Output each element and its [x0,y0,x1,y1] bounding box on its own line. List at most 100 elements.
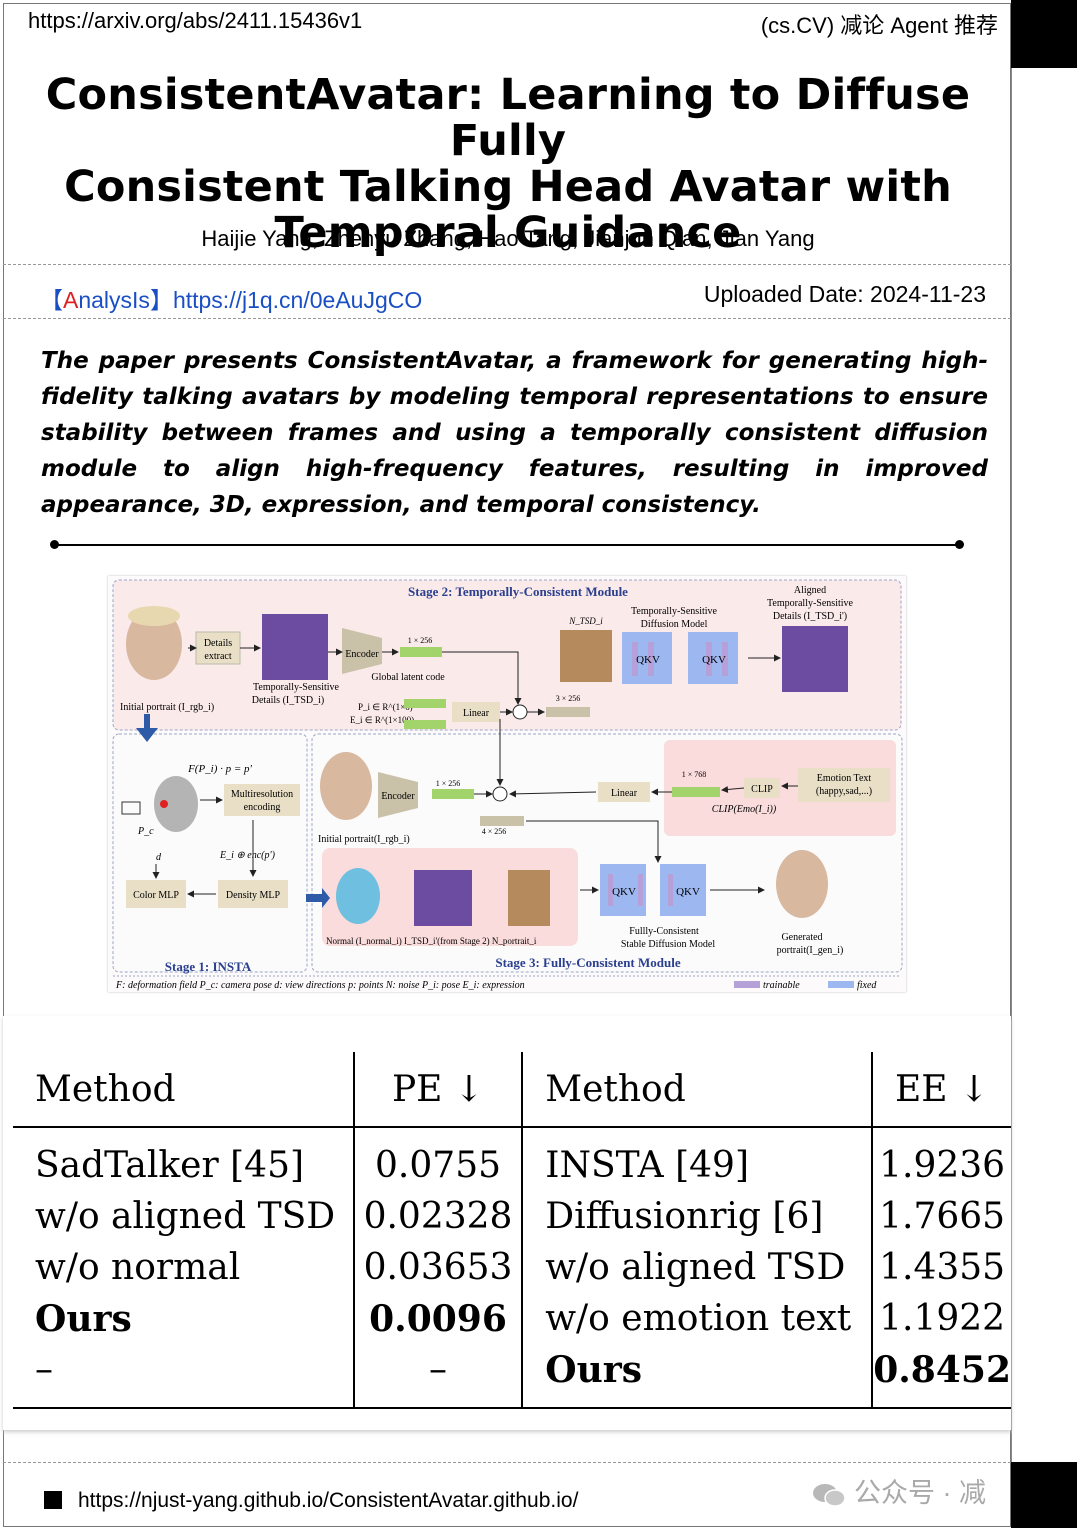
concat-node-2 [492,786,508,802]
ts-details-label: Details (I_TSD_i) [252,695,325,706]
table-row: w/o normal 0.03653 w/o aligned TSD 1.435… [13,1242,1011,1293]
emotion-box [798,768,890,802]
dim-label: 1 × 256 [436,779,461,788]
pe-cell: 0.03653 [352,1242,523,1293]
cond-vector [546,707,590,717]
expr-eq: E_i ∈ R^(1×100) [350,715,414,725]
right-edge-line [1011,68,1012,1462]
clip-label: CLIP [751,784,773,795]
tsdm-label: Temporally-Sensitive [631,606,718,617]
method-cell: – [13,1344,354,1409]
method-cell: w/o aligned TSD [35,1196,336,1237]
table-row: w/o aligned TSD 0.02328 Diffusionrig [6]… [13,1191,1011,1242]
qkv-label: QKV [612,886,636,898]
qkv-label: QKV [676,886,700,898]
camera-icon [121,801,141,815]
concat-node [512,704,528,720]
enc-eq: E_i ⊕ enc(p') [219,850,276,861]
table-header-row: Method PE ↓ Method EE ↓ [13,1052,1011,1128]
divider-line [54,544,960,546]
portrait-hair [128,606,180,626]
head-mesh [154,776,198,832]
table-row: SadTalker [45] 0.0755 INSTA [49] 1.9236 [13,1127,1011,1191]
portrait-face-2 [320,752,372,820]
bracket-close: 】 [149,287,173,313]
normal-caption: Normal (I_normal_i) I_TSD_i'(from Stage … [326,936,537,946]
architecture-diagram: Stage 2: Temporally-Consistent Module In… [112,579,903,991]
header-method-2: Method [521,1052,873,1128]
arxiv-url[interactable]: https://arxiv.org/abs/2411.15436v1 [28,8,363,33]
project-url[interactable]: https://njust-yang.github.io/ConsistentA… [78,1489,579,1512]
analysis-link-row[interactable]: 【AnalysIs】https://j1q.cn/0eAuJgCO [40,281,422,315]
watermark-text: 公众号 · 减 [854,1478,986,1508]
pe-cell: – [352,1344,523,1409]
expr-vector [404,720,446,729]
dim-label: 1 × 256 [408,636,433,645]
pe-cell: 0.02328 [352,1191,523,1242]
table-row: – – Ours 0.8452 [13,1344,1011,1409]
clip-eq: CLIP(Emo(I_i)) [712,804,777,815]
global-latent-label: Global latent code [371,672,445,683]
ee-cell: 1.1922 [871,1293,1011,1344]
initial-portrait-label: Initial portrait (I_rgb_i) [120,702,214,713]
method-cell: Ours [35,1297,132,1340]
linear-box-2 [598,782,650,802]
dir-label: d [156,852,162,863]
title-line: ConsistentAvatar: Learning to Diffuse Fu… [45,70,971,166]
pe-cell: 0.0096 [352,1293,523,1344]
noise-label: N_TSD_i [568,616,603,626]
header-ee: EE ↓ [871,1052,1011,1128]
initial-portrait-2-label: Initial portrait(I_rgb_i) [318,834,410,845]
method-cell: w/o aligned TSD [521,1242,873,1293]
wechat-icon [813,1483,846,1507]
stage1-title: Stage 1: INSTA [165,959,252,974]
linear-box [452,702,500,722]
generated-portrait [776,850,828,918]
ee-cell: 0.8452 [871,1344,1011,1409]
legend-fixed: fixed [857,980,877,991]
paper-authors: Haijie Yang, Zhenyu Zhang, Hao Tang, Jia… [201,226,815,251]
aligned-label: Aligned [794,585,826,596]
aligned-label: Temporally-Sensitive [767,598,854,609]
encoder-label-2: Encoder [381,791,415,802]
qkv-label: QKV [702,654,726,666]
encoder-label: Encoder [345,649,379,660]
stage2-title: Stage 2: Temporally-Consistent Module [408,584,628,599]
noise-portrait [508,870,550,926]
corner-block-top [1011,0,1077,68]
emotion-label: Emotion Text [817,773,872,784]
deform-eq: F(P_i) · p = p' [187,763,252,775]
analysis-link[interactable]: https://j1q.cn/0eAuJgCO [172,287,423,313]
header-pe: PE ↓ [352,1052,523,1128]
tsd-image [414,870,472,926]
bracket-open: 【 [40,287,63,313]
method-cell: Diffusionrig [6] [521,1191,873,1242]
fcsdm-label: Fullly-Consistent [629,926,699,937]
method-cell: Ours [521,1344,873,1409]
divider-dot-right [955,540,964,549]
title-line: Consistent Talking Head Avatar with [64,162,952,212]
generated-label: portrait(I_gen_i) [777,945,844,956]
dim-label: 1 × 768 [682,770,707,779]
unet-left [622,632,672,684]
color-mlp-label: Color MLP [133,890,179,901]
separator-top [3,264,1011,265]
results-table-card: Method PE ↓ Method EE ↓ SadTalker [45] 0… [3,1016,1011,1430]
multires-label: encoding [244,802,281,813]
ee-cell: 1.7665 [871,1191,1011,1242]
bullet-icon [44,1491,62,1509]
pose-eq: P_i ∈ R^(1×6) [358,702,413,712]
details-extract-label: Details [204,638,232,649]
camera-label: P_c [137,826,154,837]
pose-vector [404,699,446,708]
pe-cell: 0.0755 [352,1127,523,1191]
ee-cell: 1.4355 [871,1242,1011,1293]
architecture-figure: Stage 2: Temporally-Consistent Module In… [108,576,906,992]
multires-label: Multiresolution [231,789,293,800]
linear-label: Linear [463,708,490,719]
paper-title: ConsistentAvatar: Learning to Diffuse Fu… [10,72,1006,256]
title-line: Temporal Guidance [274,208,742,258]
legend-trainable: trainable [763,980,800,991]
method-cell: w/o normal [35,1247,241,1288]
generated-label: Generated [781,932,822,943]
